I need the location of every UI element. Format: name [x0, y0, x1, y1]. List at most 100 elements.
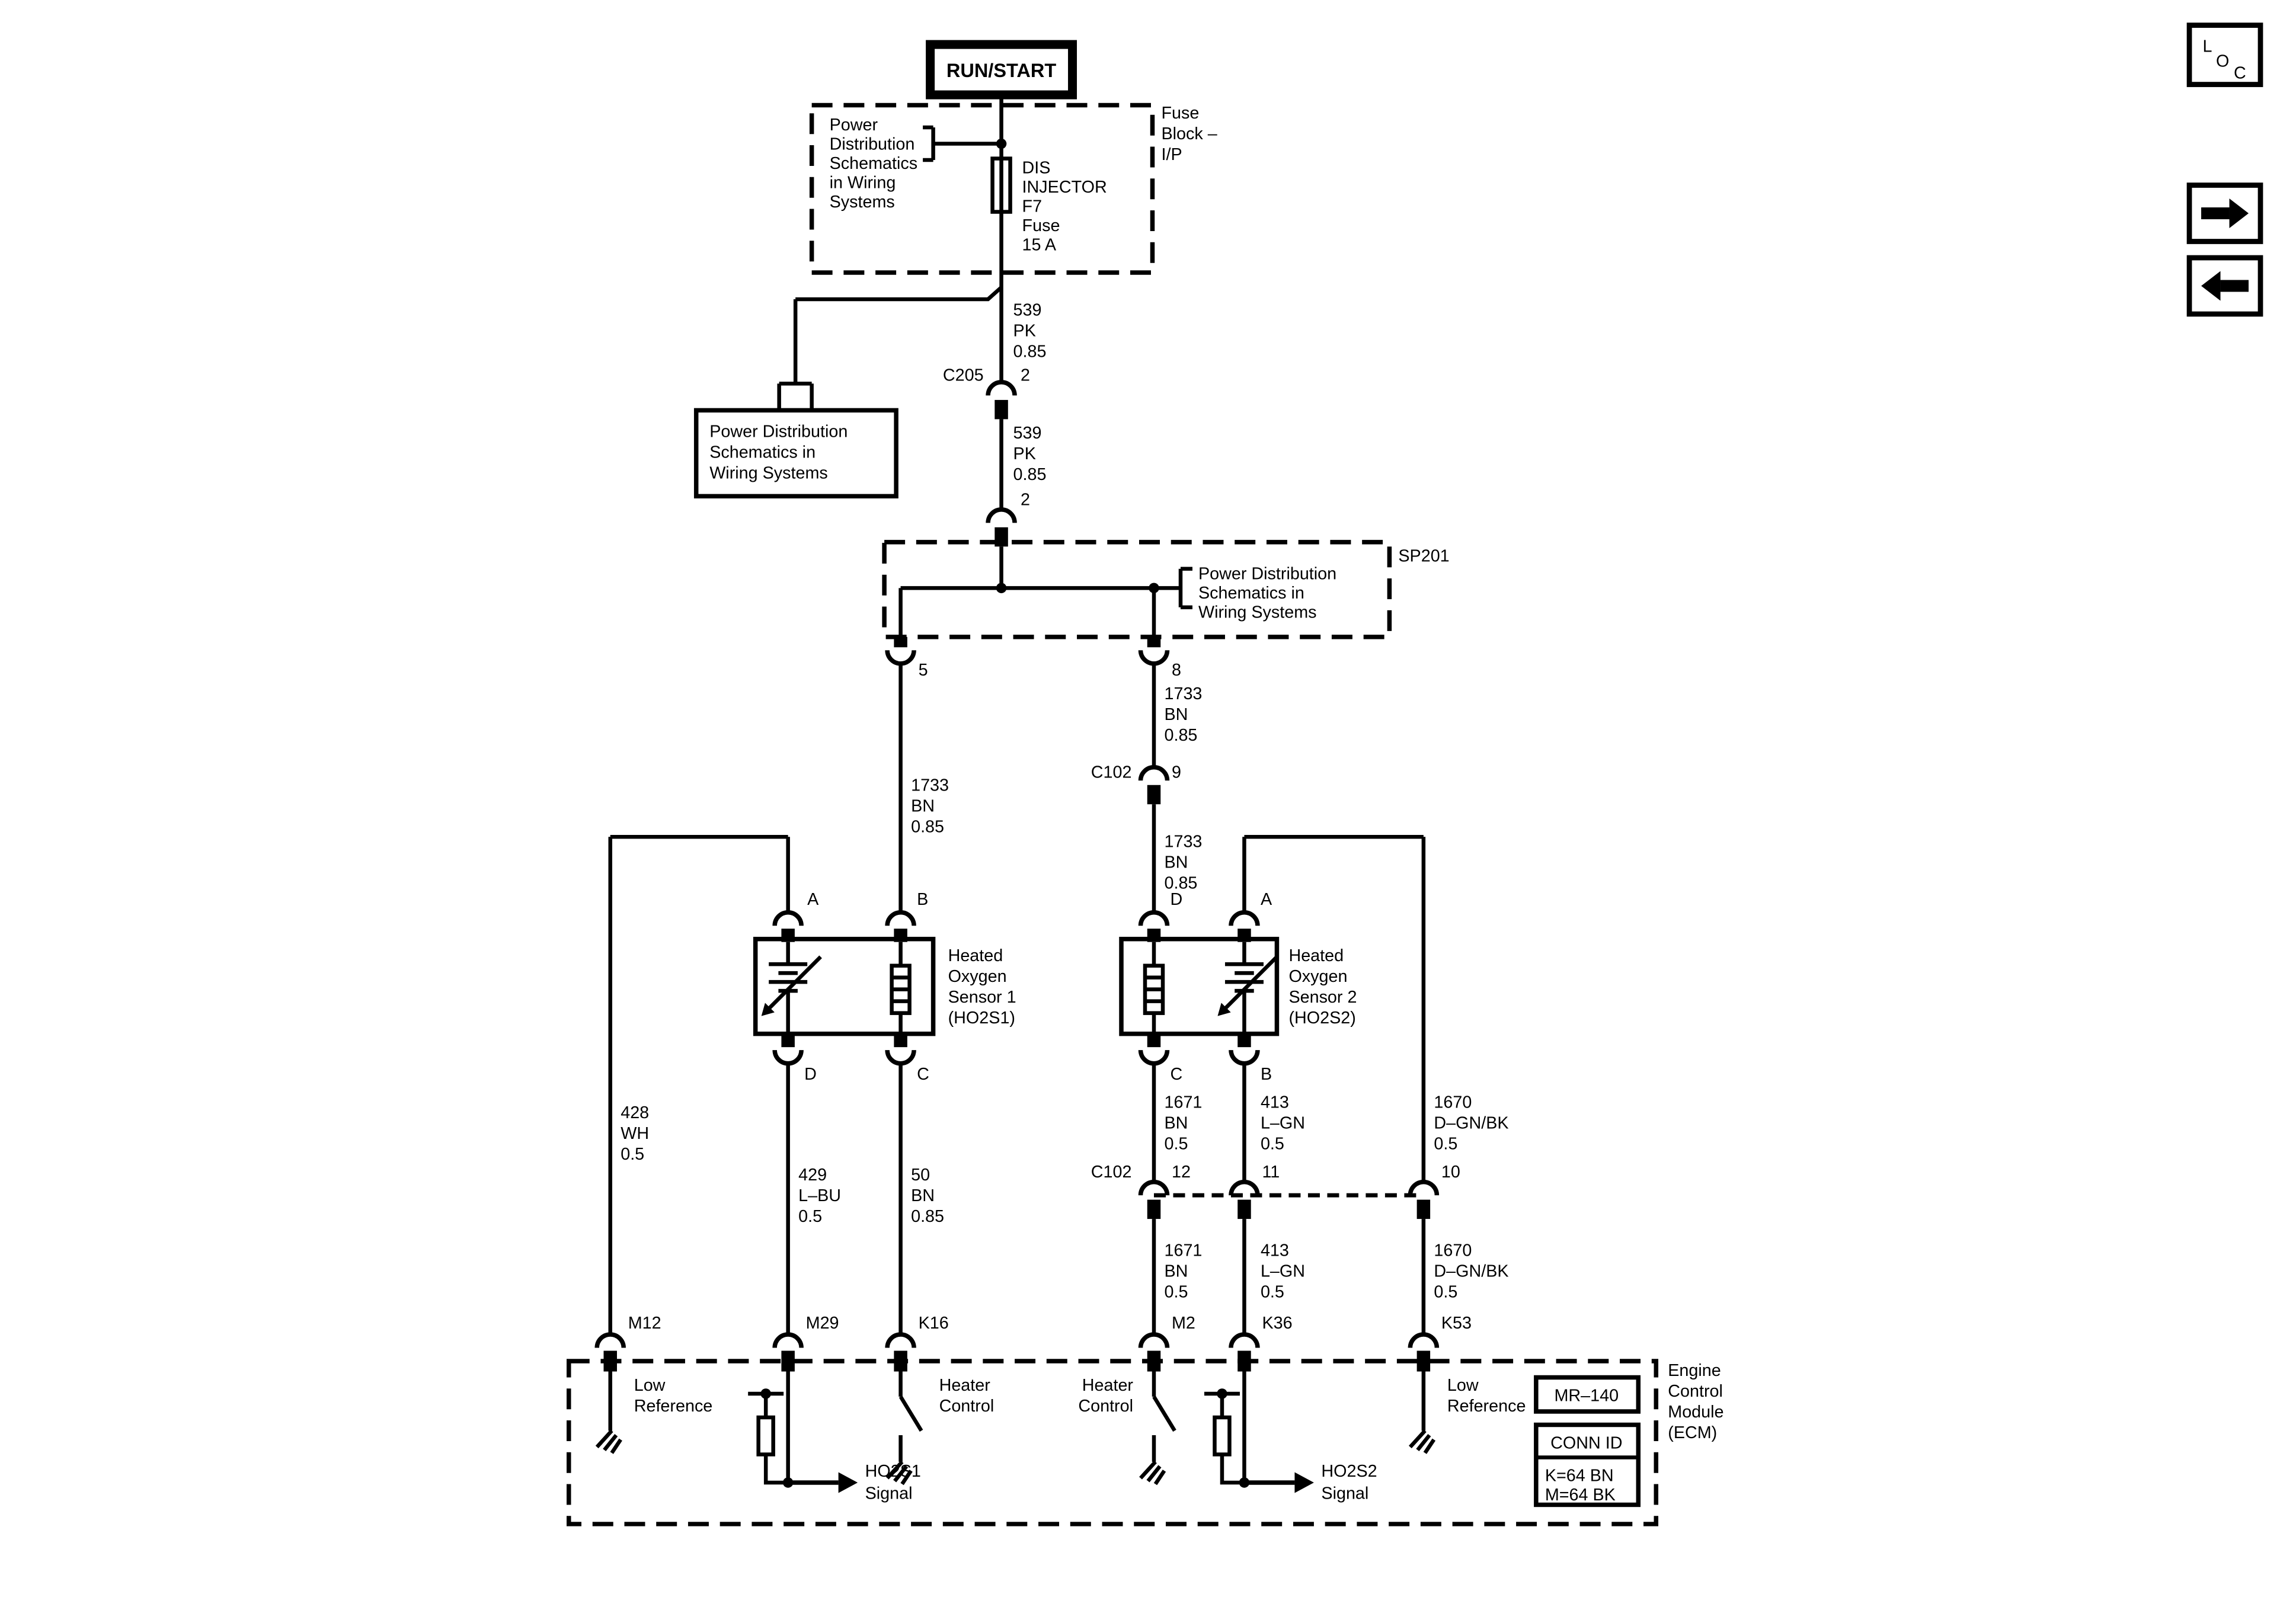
low-ref-left-label: Low — [634, 1376, 666, 1395]
wire-413a-label: 413 — [1261, 1093, 1289, 1112]
junction-dot — [1149, 582, 1159, 594]
wire-1671a-label: BN — [1164, 1114, 1188, 1133]
connector-socket-icon — [772, 910, 804, 926]
ho2s1-name: Sensor 1 — [948, 988, 1016, 1007]
ho2s2-name: Sensor 2 — [1288, 988, 1357, 1007]
heater2-label: Heater — [1082, 1376, 1134, 1395]
prev-page-box[interactable] — [2186, 255, 2263, 317]
heater2-label: Control — [1078, 1397, 1133, 1416]
wire-1670a-label: 0.5 — [1434, 1135, 1457, 1154]
conn-id-line: M=64 BK — [1545, 1486, 1616, 1505]
connector-socket-icon — [772, 1049, 804, 1066]
c205-label: C205 — [943, 366, 984, 385]
ho2s1-name: (HO2S1) — [948, 1009, 1015, 1028]
connector-blade-icon — [1416, 1199, 1431, 1219]
connector-blade-icon — [1147, 636, 1161, 648]
sp201-label: SP201 — [1398, 546, 1449, 565]
branch-to-reference — [793, 286, 1003, 384]
ecm-outline — [567, 1359, 1659, 1526]
prev-page-button[interactable] — [2186, 255, 2263, 317]
loc-box[interactable] — [2186, 23, 2263, 87]
ignition-branches: 1733 BN 0.85 1733 BN 0.85 C102 9 1733 BN… — [608, 663, 1426, 1335]
connector-socket-icon — [1229, 910, 1260, 926]
ecm-title: Module — [1668, 1403, 1723, 1422]
next-page-box[interactable] — [2186, 183, 2263, 244]
resistor-icon — [756, 1415, 775, 1457]
ground-icon — [885, 1449, 913, 1486]
ecm-pin-m29: M29 — [806, 1314, 839, 1333]
wire-413b-label: L–GN — [1261, 1262, 1305, 1281]
fuse-label: F7 — [1022, 197, 1043, 216]
wire-539a-label: PK — [1013, 321, 1036, 340]
c102-upper-label: C102 — [1091, 763, 1132, 782]
connector-socket-icon — [885, 650, 916, 666]
run-start-label: RUN/START — [946, 60, 1056, 81]
sensor-cell-icon — [1224, 942, 1264, 1034]
wire-413a-label: 0.5 — [1261, 1135, 1284, 1154]
fuse-label: DIS — [1022, 159, 1051, 178]
connector-socket-icon — [594, 1332, 1440, 1348]
connector-socket-icon — [1138, 765, 1170, 781]
connector-blade-icon — [894, 636, 907, 648]
wire-539a-label: 539 — [1013, 300, 1042, 319]
ho2s2-pin-d: D — [1170, 890, 1182, 909]
ho2s2-pin-b: B — [1261, 1065, 1272, 1084]
connector-socket-icon — [1138, 910, 1170, 926]
c102-pin-10: 10 — [1441, 1163, 1460, 1182]
ground-icon — [1408, 1419, 1436, 1454]
connector-socket-icon — [885, 1049, 916, 1066]
fuse-block-title: I/P — [1161, 145, 1182, 164]
wire-1671b-label: BN — [1164, 1262, 1188, 1281]
signal-arrowhead-icon — [1294, 1472, 1314, 1493]
fuse-label: 15 A — [1022, 235, 1057, 254]
connector-socket-icon — [885, 910, 916, 926]
reference-fork-symbol — [777, 382, 814, 411]
ho2s2-signal-label: Signal — [1321, 1484, 1368, 1503]
module-id-label: MR–140 — [1554, 1386, 1619, 1405]
connector-blade-icon — [1416, 1350, 1431, 1372]
connector-c205: C205 2 — [943, 366, 1030, 420]
loc-letter-c: C — [2234, 64, 2246, 83]
c102-pin-12: 12 — [1172, 1163, 1191, 1182]
next-page-button[interactable] — [2186, 183, 2263, 244]
reference-box-line: Wiring Systems — [709, 463, 828, 482]
module-id-box — [1534, 1375, 1641, 1414]
fuse-label: Fuse — [1022, 216, 1060, 235]
wire-1733a-label: BN — [911, 797, 935, 816]
connector-blade-icon — [1147, 785, 1161, 805]
low-ref-right-label: Reference — [1447, 1397, 1526, 1416]
heater-element-icon — [891, 942, 910, 1034]
sensor-arrow-icon — [767, 955, 822, 1010]
sensor-ho2s1: A B Heated Oxygen Sensor 1 (HO2S1) D C — [753, 890, 1016, 1084]
ecm-title: Engine — [1668, 1361, 1721, 1380]
connector-socket-icon — [1138, 1179, 1170, 1196]
c102-upper-pin: 9 — [1172, 763, 1181, 782]
wire-539b-label: PK — [1013, 444, 1036, 463]
ho2s1-name: Heated — [948, 946, 1003, 965]
junction-dot — [760, 1388, 771, 1399]
connector-blade-icon — [1237, 1199, 1251, 1219]
connector-c102-upper: C102 9 — [1091, 763, 1181, 805]
ecm-pin-k53: K53 — [1441, 1314, 1472, 1333]
fuse-block-title: Fuse — [1161, 104, 1199, 123]
power-source: RUN/START — [926, 40, 1077, 100]
pullup-resistor-leads — [1204, 1391, 1245, 1485]
wire-429-label: 0.5 — [798, 1207, 822, 1226]
wire-1671a-label: 1671 — [1164, 1093, 1202, 1112]
connector-blade-icon — [994, 399, 1008, 420]
sp201-note: Power Distribution — [1198, 564, 1336, 583]
loc-letter-o: O — [2216, 52, 2229, 71]
run-start-box — [926, 40, 1077, 100]
ecm-title: (ECM) — [1668, 1423, 1717, 1442]
fuse-ref-note: Schematics — [830, 154, 918, 173]
wire-539b-label: 539 — [1013, 424, 1042, 443]
wire-50-label: 0.85 — [911, 1207, 944, 1226]
wire-1671b-label: 0.5 — [1164, 1283, 1188, 1302]
loc-button[interactable]: L O C — [2186, 23, 2263, 87]
connector-blade-icon — [894, 1033, 907, 1048]
wire-1670b-label: D–GN/BK — [1434, 1262, 1508, 1281]
sensor-ho2s2: D A Heated Oxygen Sensor 2 (HO2S2) C B — [1119, 890, 1357, 1084]
pullup-resistor-leads — [748, 1391, 788, 1485]
fuse-block-title: Block – — [1161, 124, 1217, 143]
sensor-cell-icon — [769, 942, 808, 1034]
